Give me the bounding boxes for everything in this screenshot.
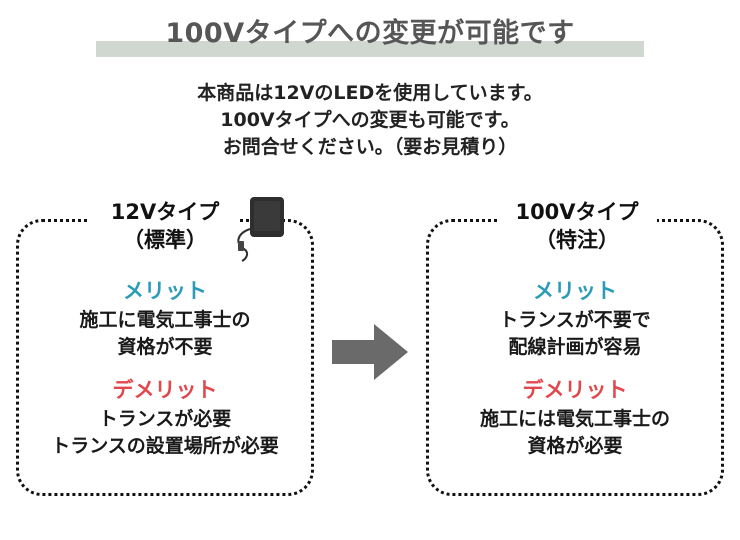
panel-100v-title: 100Vタイプ [515,200,639,224]
page-title: 100Vタイプへの変更が可能です [165,18,575,49]
demerit-line: トランスの設置場所が必要 [51,435,279,457]
intro-line: 100Vタイプへの変更も可能です。 [220,109,520,131]
intro-line: 本商品は12VのLEDを使用しています。 [197,82,543,104]
demerit-line: トランスが必要 [98,408,232,430]
panel-12v-body: メリット 施工に電気工事士の 資格が不要 デメリット トランスが必要 トランスの… [16,278,314,460]
intro-line: お問合せください。（要お見積り） [222,136,518,158]
merit-line: 資格が不要 [117,336,213,358]
demerit-line: 資格が必要 [527,435,623,457]
panel-12v-title: 12Vタイプ [110,200,220,224]
power-adapter-icon [237,197,284,262]
merit-line: 配線計画が容易 [508,336,642,358]
title-underline [96,41,644,57]
demerit-label: デメリット [112,378,218,402]
merit-line: トランスが不要で [499,309,651,331]
arrow-right-icon [332,324,408,380]
panel-100v-subtitle: （特注） [535,228,619,252]
merit-line: 施工に電気工事士の [79,309,251,331]
panel-100v-heading: 100Vタイプ （特注） [497,198,657,254]
panel-12v-subtitle: （標準） [123,228,207,252]
panel-12v-heading: 12Vタイプ （標準） [90,198,240,254]
intro-text: 本商品は12VのLEDを使用しています。 100Vタイプへの変更も可能です。 お… [0,80,740,161]
merit-label: メリット [123,279,207,303]
demerit-line: 施工には電気工事士の [479,408,670,430]
merit-label: メリット [533,279,617,303]
demerit-label: デメリット [522,378,628,402]
panel-100v-body: メリット トランスが不要で 配線計画が容易 デメリット 施工には電気工事士の 資… [426,278,724,460]
